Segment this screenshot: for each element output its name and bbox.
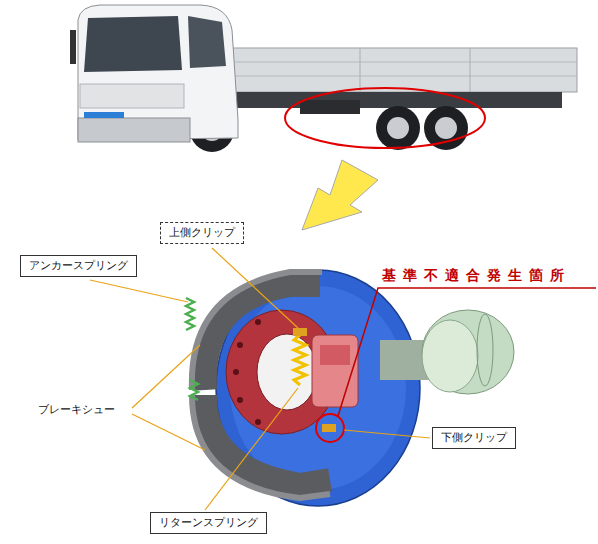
leader-line <box>212 248 298 328</box>
wheel <box>424 106 468 150</box>
anchor-spring <box>190 380 198 400</box>
callout-box: リターンスプリング <box>150 512 267 534</box>
upper-clip <box>293 328 307 336</box>
leader-line <box>90 280 188 302</box>
defect-circle <box>316 414 344 442</box>
bed-line <box>360 48 361 92</box>
highlight-ellipse <box>285 88 485 148</box>
pointer-arrow <box>302 160 378 230</box>
defect-label: 基準不適合発生箇所 <box>382 266 571 284</box>
fuel-tank <box>300 100 360 114</box>
lower-clip <box>322 424 336 432</box>
part-name: リターンスプリング <box>159 516 258 530</box>
leader-line <box>205 388 298 510</box>
hub-bore <box>257 334 317 410</box>
wheel-hub <box>387 117 409 139</box>
brake-chamber-face <box>422 320 478 392</box>
part-name: 上側クリップ <box>169 226 235 240</box>
truck-bed <box>232 48 577 92</box>
side-window <box>188 16 226 68</box>
bolt <box>233 369 239 375</box>
wheel-cylinder <box>312 335 358 407</box>
bolt <box>237 342 243 348</box>
defect-leader <box>338 288 596 416</box>
wheel <box>376 106 420 150</box>
callout-box: 上側クリップ <box>160 222 244 244</box>
bed-line <box>232 62 577 63</box>
part-name: アンカースプリング <box>29 259 128 273</box>
bolt <box>255 319 261 325</box>
bolt <box>255 419 261 425</box>
trim <box>84 112 124 118</box>
bolt <box>237 397 243 403</box>
leader-line <box>132 414 205 450</box>
chamber-band <box>477 314 493 386</box>
callout-box: アンカースプリング <box>20 255 137 277</box>
part-label: ブレーキシュー <box>38 403 115 417</box>
leader-line <box>344 430 430 438</box>
windshield <box>84 16 182 72</box>
mirror <box>70 30 76 64</box>
grille <box>80 84 184 108</box>
part-name: 下側クリップ <box>441 431 507 445</box>
bumper <box>78 118 190 142</box>
anchor-spring <box>186 298 194 330</box>
callout-box: 下側クリップ <box>432 427 516 449</box>
bed-line <box>470 48 471 92</box>
wheel-cylinder-part <box>320 345 350 365</box>
leader-line <box>132 345 200 408</box>
brake-chamber <box>422 310 514 394</box>
truck-chassis <box>232 92 562 108</box>
bed-line <box>232 76 577 77</box>
wheel-hub <box>435 117 457 139</box>
return-spring <box>294 335 306 385</box>
